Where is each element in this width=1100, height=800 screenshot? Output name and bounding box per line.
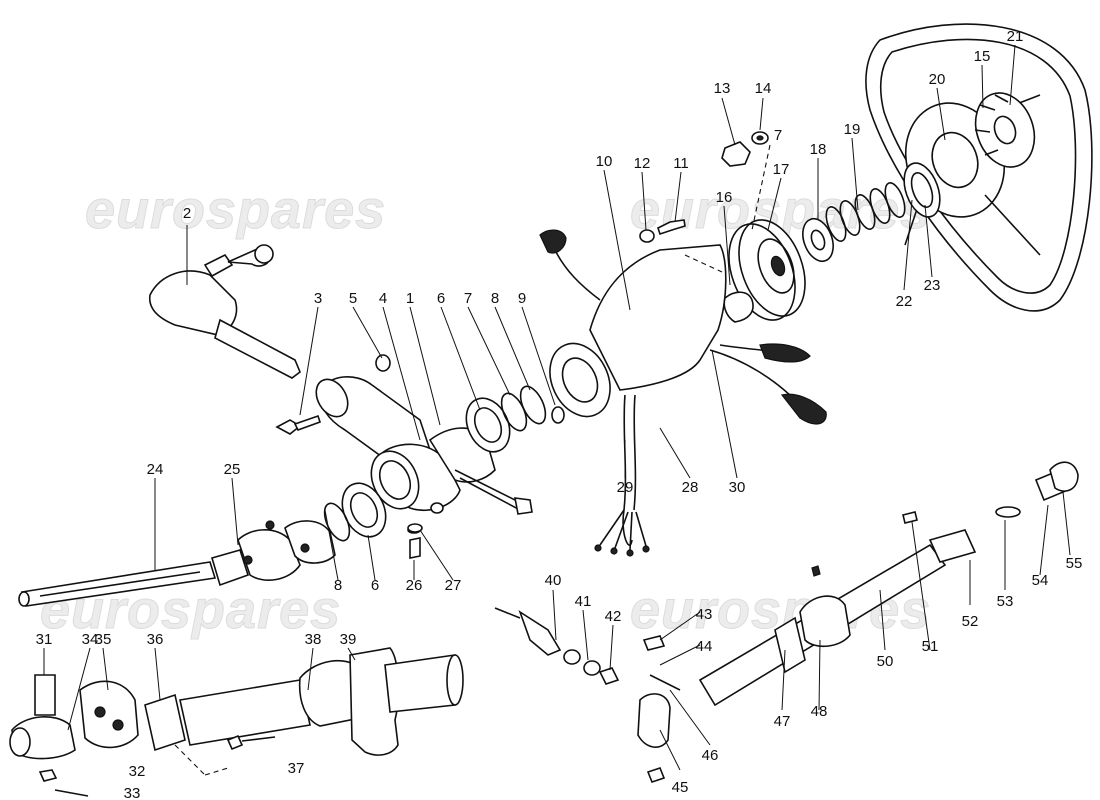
label-18: 18 <box>810 141 827 158</box>
small-parts-center-drawing <box>494 607 681 783</box>
label-4: 4 <box>379 290 387 307</box>
label-6-upper: 6 <box>437 290 445 307</box>
label-19: 19 <box>844 121 861 138</box>
label-47: 47 <box>774 713 791 730</box>
label-13: 13 <box>714 80 731 97</box>
label-7-upper: 7 <box>464 290 472 307</box>
label-3: 3 <box>314 290 322 307</box>
watermark-bottom-left: eurospares <box>40 580 341 640</box>
label-48: 48 <box>811 703 828 720</box>
label-29: 29 <box>617 479 634 496</box>
label-32: 32 <box>129 763 146 780</box>
label-14: 14 <box>755 80 772 97</box>
part-labels: 1 2 3 4 5 6 6 7 7 8 8 9 10 11 12 13 14 1… <box>36 28 1083 800</box>
label-8-lower: 8 <box>334 577 342 594</box>
label-44: 44 <box>696 638 713 655</box>
label-27: 27 <box>445 577 462 594</box>
label-45: 45 <box>672 779 689 796</box>
hub-disc-drawing <box>728 219 806 321</box>
label-23: 23 <box>924 277 941 294</box>
label-36: 36 <box>147 631 164 648</box>
switch-housing-drawing <box>539 229 827 557</box>
label-8-upper: 8 <box>491 290 499 307</box>
label-38: 38 <box>305 631 322 648</box>
label-21: 21 <box>1007 28 1024 45</box>
steering-wheel-drawing <box>865 23 1093 312</box>
ignition-lock-drawing <box>149 244 301 379</box>
label-2: 2 <box>183 205 191 222</box>
label-12: 12 <box>634 155 651 172</box>
label-22: 22 <box>896 293 913 310</box>
coupling-drawing <box>9 674 139 797</box>
label-31: 31 <box>36 631 53 648</box>
intermediate-shaft-drawing <box>144 647 464 756</box>
label-10: 10 <box>596 153 613 170</box>
watermark-top-right: eurospares <box>630 180 931 240</box>
label-30: 30 <box>729 479 746 496</box>
label-52: 52 <box>962 613 979 630</box>
label-9: 9 <box>518 290 526 307</box>
label-1: 1 <box>406 290 414 307</box>
label-53: 53 <box>997 593 1014 610</box>
label-6-lower: 6 <box>371 577 379 594</box>
label-55: 55 <box>1066 555 1083 572</box>
label-26: 26 <box>406 577 423 594</box>
label-42: 42 <box>605 608 622 625</box>
label-51: 51 <box>922 638 939 655</box>
upper-bearings-drawing <box>465 385 565 453</box>
label-16: 16 <box>716 189 733 206</box>
small-hardware-top-drawing <box>639 131 769 243</box>
label-46: 46 <box>702 747 719 764</box>
label-35: 35 <box>95 631 112 648</box>
label-37: 37 <box>288 760 305 777</box>
label-43: 43 <box>696 606 713 623</box>
label-5: 5 <box>349 290 357 307</box>
label-54: 54 <box>1032 572 1049 589</box>
label-20: 20 <box>929 71 946 88</box>
label-33: 33 <box>124 785 141 800</box>
label-41: 41 <box>575 593 592 610</box>
label-11: 11 <box>673 155 689 172</box>
label-40: 40 <box>545 572 562 589</box>
lower-shaft-drawing <box>18 520 423 607</box>
label-24: 24 <box>147 461 164 478</box>
label-25: 25 <box>224 461 241 478</box>
watermark-top-left: eurospares <box>85 180 386 240</box>
upper-shaft-drawing <box>698 461 1079 707</box>
label-7-top: 7 <box>774 127 782 144</box>
part-drawings <box>9 23 1093 797</box>
label-34: 34 <box>82 631 99 648</box>
label-28: 28 <box>682 479 699 496</box>
ring-spring-set-drawing <box>802 162 941 263</box>
leader-lines <box>43 44 1071 776</box>
label-50: 50 <box>877 653 894 670</box>
label-15: 15 <box>974 48 991 65</box>
label-17: 17 <box>773 161 790 178</box>
label-39: 39 <box>340 631 357 648</box>
